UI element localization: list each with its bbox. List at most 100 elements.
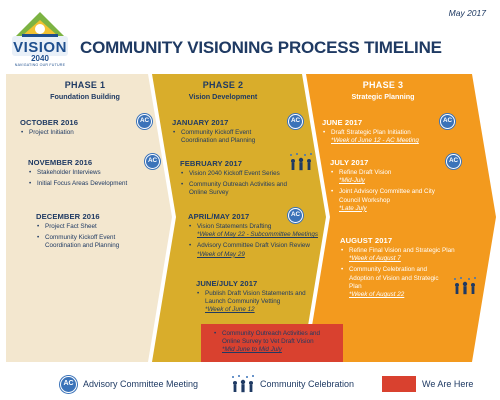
item-date-note: *Mid-July — [339, 177, 365, 185]
item-text: Project Fact Sheet — [45, 223, 97, 230]
phase-2-april-may: APRIL/MAY 2017 Vision Statements Draftin… — [188, 212, 328, 262]
list-item: Stakeholder Interviews — [28, 169, 148, 177]
legend-we-are-here: We Are Here — [382, 372, 473, 396]
item-list: Refine Draft Vision*Mid-July Joint Advis… — [330, 169, 455, 213]
we-are-here-box: Community Outreach Activities and Online… — [201, 324, 343, 362]
item-text: Vision 2040 Kickoff Event Series — [189, 170, 280, 177]
phase-2-subtitle: Vision Development — [188, 92, 258, 101]
list-item: Initial Focus Areas Development — [28, 180, 148, 188]
month-label: JANUARY 2017 — [172, 118, 229, 127]
list-item: Joint Advisory Committee and City Counci… — [330, 188, 455, 213]
advisory-committee-icon: AC — [137, 114, 152, 129]
list-item: Refine Final Vision and Strategic Plan*W… — [340, 247, 480, 263]
month-label: APRIL/MAY 2017 — [188, 212, 250, 221]
month-label: NOVEMBER 2016 — [28, 158, 93, 167]
phase-3-header: PHASE 3 Strategic Planning — [318, 80, 448, 101]
advisory-committee-icon: AC — [288, 114, 303, 129]
item-list: Vision Statements Drafting*Week of May 2… — [188, 223, 328, 259]
item-text: Community Outreach Activities and Online… — [222, 330, 320, 346]
logo-year: 2040 — [31, 54, 49, 63]
list-item: Community Outreach Activities and Online… — [180, 181, 292, 197]
month-label: JUNE 2017 — [322, 118, 363, 127]
phase-3-august: AUGUST 2017 Refine Final Vision and Stra… — [340, 236, 480, 302]
item-text: Advisory Committee Draft Vision Review — [197, 242, 310, 250]
advisory-committee-icon: AC — [446, 154, 461, 169]
list-item: Vision Statements Drafting*Week of May 2… — [188, 223, 328, 239]
item-list: Vision 2040 Kickoff Event Series Communi… — [180, 170, 292, 198]
legend-here-label: We Are Here — [422, 379, 474, 389]
legend-celebration-label: Community Celebration — [260, 379, 355, 389]
legend: AC Advisory Committee Meeting Community … — [0, 372, 500, 396]
list-item: Community Kickoff Event Coordination and… — [36, 234, 152, 250]
phase-3-july: JULY 2017 Refine Draft Vision*Mid-July J… — [330, 158, 455, 216]
list-item: Community Celebration and Adoption of Vi… — [340, 266, 480, 299]
item-text: Refine Final Vision and Strategic Plan — [349, 247, 455, 254]
item-text: Community Kickoff Event Coordination and… — [45, 234, 120, 250]
item-text: Community Outreach Activities and Online… — [189, 181, 287, 197]
item-text: Project Initiation — [29, 129, 74, 136]
report-date: May 2017 — [448, 8, 486, 18]
list-item: Advisory Committee Draft Vision Review*W… — [188, 242, 328, 258]
month-label: JUNE/JULY 2017 — [196, 279, 258, 288]
list-item: Community Outreach Activities and Online… — [213, 330, 339, 355]
phase-3-name: PHASE 3 — [362, 80, 404, 90]
phase-2-june-july: JUNE/JULY 2017 Publish Draft Vision Stat… — [196, 279, 321, 318]
community-celebration-icon — [232, 375, 254, 393]
list-item: Community Kickoff Event Coordination and… — [172, 129, 287, 145]
month-label: FEBRUARY 2017 — [180, 159, 243, 168]
phase-1-october: OCTOBER 2016 Project Initiation — [20, 118, 145, 140]
advisory-committee-icon: AC — [60, 375, 77, 393]
item-list: Community Kickoff Event Coordination and… — [172, 129, 287, 145]
item-list: Project Initiation — [20, 129, 145, 137]
phase-1-chevron — [6, 74, 172, 362]
item-list: Draft Strategic Plan Initiation*Week of … — [322, 129, 462, 145]
phase-3-subtitle: Strategic Planning — [351, 92, 415, 101]
phase-2-header: PHASE 2 Vision Development — [158, 80, 288, 101]
item-list: Stakeholder Interviews Initial Focus Are… — [28, 169, 148, 189]
list-item: Project Initiation — [20, 129, 145, 137]
item-text: Draft Strategic Plan Initiation — [331, 129, 411, 136]
logo-tagline: NAVIGATING OUR FUTURE — [14, 63, 66, 67]
item-list: Refine Final Vision and Strategic Plan*W… — [340, 247, 480, 299]
advisory-committee-icon: AC — [288, 208, 303, 223]
phase-3-june: JUNE 2017 Draft Strategic Plan Initiatio… — [322, 118, 462, 148]
advisory-committee-icon: AC — [440, 114, 455, 129]
community-celebration-icon — [454, 277, 476, 295]
legend-advisory: AC Advisory Committee Meeting — [60, 372, 198, 396]
item-date-note: *Week of May 22 - Subcommittee Meetings — [197, 231, 318, 239]
item-date-note: *Week of May 29 — [197, 250, 245, 258]
community-celebration-icon — [290, 153, 312, 171]
list-item: Draft Strategic Plan Initiation*Week of … — [322, 129, 462, 145]
item-text: Community Celebration and Adoption of Vi… — [349, 266, 439, 290]
month-label: AUGUST 2017 — [340, 236, 393, 245]
item-text: Refine Draft Vision — [339, 169, 392, 176]
page-title: COMMUNITY VISIONING PROCESS TIMELINE — [80, 38, 442, 57]
phase-2-february: FEBRUARY 2017 Vision 2040 Kickoff Event … — [180, 159, 292, 201]
list-item: Project Fact Sheet — [36, 223, 152, 231]
item-date-note: *Week of August 7 — [349, 255, 401, 263]
item-date-note: *Late July — [339, 204, 367, 212]
phase-1-header: PHASE 1 Foundation Building — [20, 80, 150, 101]
item-date-note: *Week of June 12 - AC Meeting — [331, 137, 419, 145]
list-item: Vision 2040 Kickoff Event Series — [180, 170, 292, 178]
legend-advisory-label: Advisory Committee Meeting — [83, 379, 199, 389]
item-text: Joint Advisory Committee and City Counci… — [339, 188, 435, 204]
phase-1-name: PHASE 1 — [64, 80, 106, 90]
item-text: Initial Focus Areas Development — [37, 180, 128, 188]
logo-emblem — [12, 12, 68, 56]
item-text: Stakeholder Interviews — [37, 169, 101, 176]
item-list: Publish Draft Vision Statements and Laun… — [196, 290, 321, 315]
item-list: Project Fact Sheet Community Kickoff Eve… — [36, 223, 152, 251]
logo-wordmark: VISION — [13, 39, 67, 56]
phase-1-november: NOVEMBER 2016 Stakeholder Interviews Ini… — [28, 158, 148, 191]
item-date-note: *Week of August 22 — [349, 290, 405, 298]
item-text: Community Kickoff Event Coordination and… — [181, 129, 256, 145]
item-list: Community Outreach Activities and Online… — [201, 326, 343, 355]
list-item: Refine Draft Vision*Mid-July — [330, 169, 455, 185]
phase-2-january: JANUARY 2017 Community Kickoff Event Coo… — [172, 118, 287, 148]
vision-2040-logo: VISION 2040 NAVIGATING OUR FUTURE — [8, 6, 72, 70]
month-label: OCTOBER 2016 — [20, 118, 79, 127]
item-text: Vision Statements Drafting — [197, 223, 272, 230]
legend-celebration: Community Celebration — [230, 372, 354, 396]
item-date-note: *Mid June to Mid July — [222, 346, 282, 354]
